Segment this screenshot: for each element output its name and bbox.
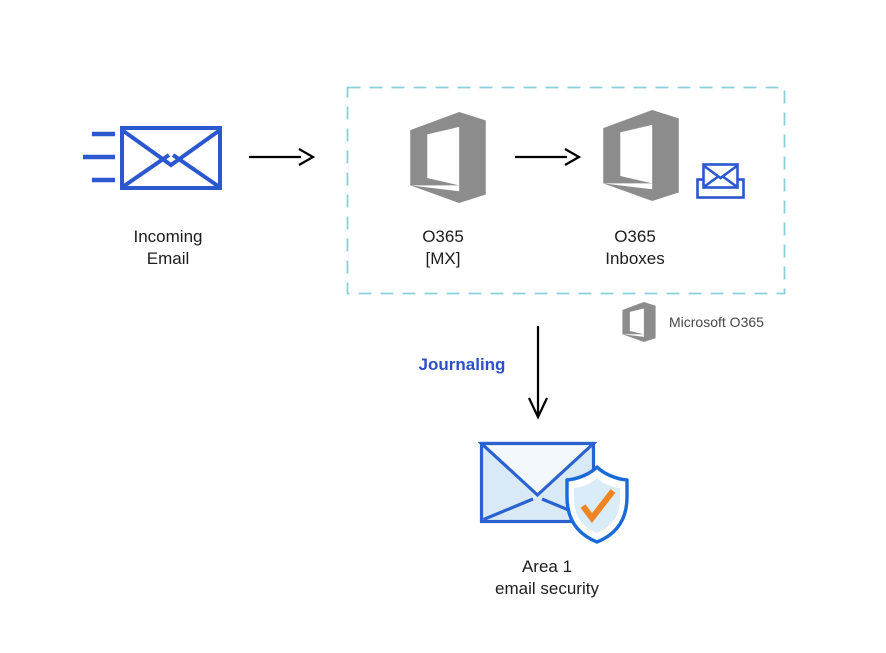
arrow-incoming-to-o365-icon (248, 146, 316, 168)
incoming-email-label: Incoming Email (133, 227, 203, 268)
o365-inboxes-node (602, 110, 680, 201)
arrow-mx-to-inboxes-icon (514, 146, 582, 168)
inbox-tray-envelope-icon (695, 162, 747, 200)
check-icon (580, 489, 616, 523)
legend-microsoft-o365: Microsoft O365 (622, 302, 764, 342)
journaling-label: Journaling (418, 355, 506, 374)
o365-boundary-box (346, 86, 786, 295)
envelope-icon (120, 126, 222, 190)
legend-label: Microsoft O365 (669, 314, 764, 330)
shield-check-icon (565, 465, 629, 544)
microsoft-office-logo-icon (603, 110, 679, 201)
arrow-journaling-to-area1-icon (527, 326, 549, 424)
microsoft-office-logo-icon (622, 302, 656, 342)
speed-lines-icon (83, 131, 115, 183)
o365-mx-label: O365 [MX] (422, 227, 464, 268)
area1-label: Area 1 email security (495, 557, 599, 598)
microsoft-office-logo-icon (410, 112, 486, 203)
o365-mx-node (409, 112, 487, 203)
area1-email-security-node (478, 440, 634, 546)
incoming-email-node (80, 122, 226, 192)
o365-inboxes-label: O365 Inboxes (605, 227, 665, 268)
